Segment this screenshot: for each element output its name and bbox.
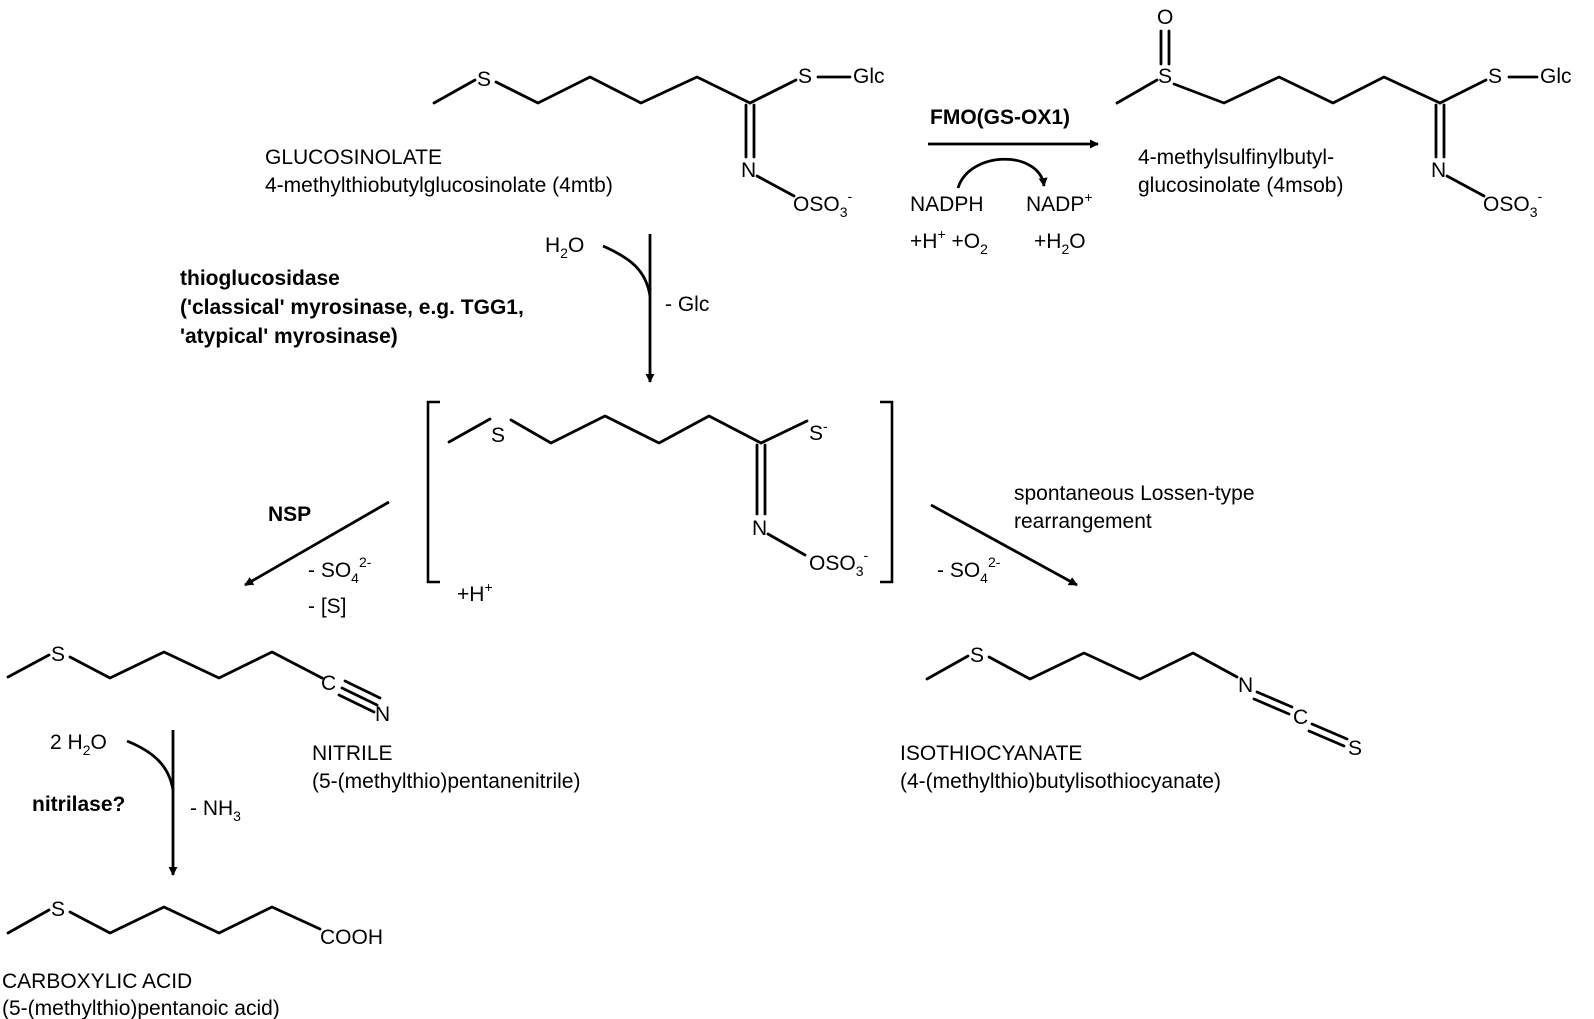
- fmo-cofactor-in-line1: NADPH: [910, 193, 984, 216]
- nitrilase-enzyme-label: nitrilase?: [32, 793, 125, 816]
- atom-glc: Glc: [853, 65, 885, 88]
- atom-s: S: [477, 68, 491, 91]
- atom-s: S: [491, 424, 505, 447]
- atom-s: S: [1488, 65, 1502, 88]
- isothiocyanate-structure: S N C S: [925, 644, 1362, 760]
- atom-c: C: [321, 672, 336, 695]
- hydrolysis-byproduct-label: - Glc: [665, 293, 709, 316]
- fmo-cofactor-arrow: [956, 157, 1048, 189]
- atom-n: N: [375, 703, 390, 726]
- lossen-reaction-arrow: [930, 503, 1078, 587]
- glucosinolate-4msob-structure: O S S Glc N OSO3-: [1115, 6, 1572, 220]
- left-bracket: [426, 400, 440, 584]
- fmo-enzyme-label: FMO(GS-OX1): [930, 106, 1070, 129]
- nsp-reaction-arrow: [244, 500, 390, 587]
- glucosinolate-class-label: GLUCOSINOLATE: [265, 146, 442, 169]
- carboxylic-acid-name-label: (5-(methylthio)pentanoic acid): [2, 997, 280, 1019]
- atom-s: S: [51, 898, 65, 921]
- carboxylic-acid-structure: S COOH: [6, 898, 383, 949]
- atom-o: O: [1157, 6, 1173, 29]
- nitrile-name-label: (5-(methylthio)pentanenitrile): [312, 770, 580, 793]
- myrosinase-label-line2: ('classical' myrosinase, e.g. TGG1,: [180, 296, 524, 319]
- fmo-cofactor-in-line2: +H+ +O2: [910, 226, 988, 257]
- isothiocyanate-name-label: (4-(methylthio)butylisothiocyanate): [900, 770, 1221, 793]
- right-bracket: [880, 400, 894, 584]
- atom-s: S: [798, 65, 812, 88]
- atom-n: N: [1431, 159, 1446, 182]
- atom-n: N: [1238, 674, 1253, 697]
- aglucone-intermediate-structure: S S- N OSO3-: [426, 400, 894, 584]
- atom-s: S: [1348, 737, 1362, 760]
- carboxyl-group: COOH: [320, 926, 383, 949]
- atom-c: C: [1293, 706, 1308, 729]
- nitrile-class-label: NITRILE: [312, 742, 393, 765]
- nitrilase-water-label: 2 H2O: [50, 731, 107, 758]
- sulfate-group: OSO3-: [1483, 188, 1542, 220]
- myrosinase-label-line3: 'atypical' myrosinase): [180, 325, 398, 348]
- glucosinolate-name-label: 4-methylthiobutylglucosinolate (4mtb): [265, 174, 613, 197]
- msob-name-line1: 4-methylsulfinylbutyl-: [1138, 146, 1334, 169]
- atom-s: S: [970, 644, 984, 667]
- atom-s: S: [1158, 65, 1172, 88]
- msob-name-line2: glucosinolate (4msob): [1138, 174, 1343, 197]
- fmo-cofactor-out-line2: +H2O: [1034, 230, 1086, 257]
- carboxylic-acid-class-label: CARBOXYLIC ACID: [2, 970, 192, 993]
- nitrilase-water-curve: [126, 739, 175, 791]
- thioglucosidase-label: thioglucosidase: [180, 267, 340, 290]
- atom-glc: Glc: [1540, 65, 1572, 88]
- nitrilase-ammonia-loss-label: - NH3: [190, 797, 241, 824]
- sulfate-group: OSO3-: [809, 547, 868, 579]
- hydrolysis-water-label: H2O: [545, 234, 584, 261]
- lossen-label-line2: rearrangement: [1014, 510, 1152, 533]
- aglucone-proton-label: +H+: [457, 579, 493, 606]
- sulfate-group: OSO3-: [793, 188, 852, 220]
- glucosinolate-4mtb-structure: S S Glc N OSO3-: [432, 65, 885, 220]
- water-input-curve: [602, 244, 652, 297]
- atom-n: N: [752, 517, 767, 540]
- lossen-label-line1: spontaneous Lossen-type: [1014, 482, 1255, 505]
- nsp-enzyme-label: NSP: [268, 503, 311, 526]
- nsp-sulfate-loss-label: - SO42-: [308, 554, 372, 586]
- thiolate-s: S-: [809, 418, 828, 445]
- atom-n: N: [741, 159, 756, 182]
- atom-s: S: [51, 643, 65, 666]
- nitrile-structure: S C N: [6, 643, 390, 726]
- isothiocyanate-class-label: ISOTHIOCYANATE: [900, 742, 1082, 765]
- nsp-sulfur-loss-label: - [S]: [308, 595, 347, 618]
- fmo-cofactor-out-line1: NADP+: [1026, 189, 1093, 216]
- lossen-sulfate-loss-label: - SO42-: [937, 554, 1001, 586]
